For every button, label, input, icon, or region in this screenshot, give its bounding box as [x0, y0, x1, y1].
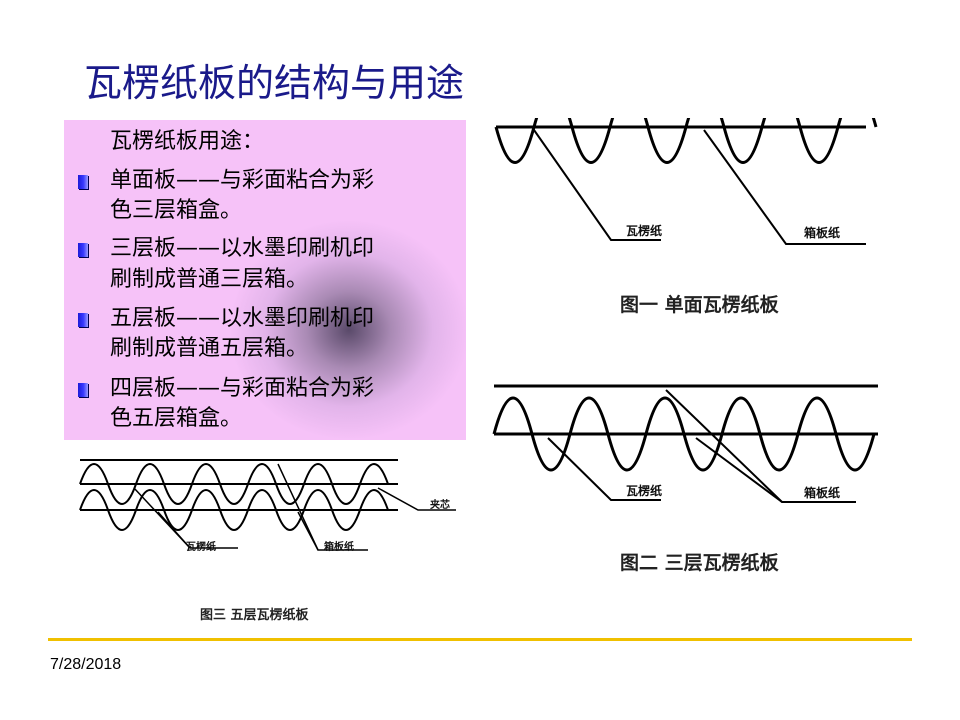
- uses-heading: 瓦楞纸板用途：: [110, 129, 265, 154]
- fig3-label-fluting: 瓦楞纸: [186, 542, 216, 553]
- figure-three-layer-board: 瓦楞纸 箱板纸: [486, 378, 886, 512]
- fig1-label-liner: 箱板纸: [804, 226, 841, 240]
- fig2-label-fluting: 瓦楞纸: [626, 484, 663, 498]
- fig3-label-core: 夹芯: [430, 500, 450, 511]
- use-item-2-line2: 刷制成普通三层箱。: [110, 267, 309, 292]
- use-item-1-line1: 单面板——与彩面粘合为彩: [110, 168, 375, 193]
- use-item-4-line1: 四层板——与彩面粘合为彩: [110, 376, 375, 401]
- bullet-icon: [78, 383, 88, 397]
- use-item-4-line2: 色五层箱盒。: [110, 406, 243, 431]
- figure-single-face-board: 瓦楞纸 箱板纸: [486, 118, 886, 258]
- footer-divider: [48, 638, 912, 641]
- fig1-label-fluting: 瓦楞纸: [626, 224, 663, 238]
- use-item-3-line1: 五层板——以水墨印刷机印: [110, 306, 375, 331]
- use-item-2-line1: 三层板——以水墨印刷机印: [110, 236, 375, 261]
- figure-five-layer-board: 瓦楞纸 箱板纸 夹芯: [78, 454, 460, 558]
- fig3-caption: 图三 五层瓦楞纸板: [200, 608, 309, 623]
- bullet-icon: [78, 313, 88, 327]
- slide-title: 瓦楞纸板的结构与用途: [84, 61, 465, 105]
- use-item-3-line2: 刷制成普通五层箱。: [110, 336, 309, 361]
- bullet-icon: [78, 243, 88, 257]
- fig1-caption: 图一 单面瓦楞纸板: [620, 294, 779, 316]
- fig2-label-liner: 箱板纸: [804, 486, 841, 500]
- bullet-icon: [78, 175, 88, 189]
- fig3-label-liner: 箱板纸: [324, 542, 354, 553]
- uses-panel: [64, 120, 466, 440]
- slide-date: 7/28/2018: [50, 656, 122, 673]
- use-item-1-line2: 色三层箱盒。: [110, 198, 243, 223]
- fig2-caption: 图二 三层瓦楞纸板: [620, 552, 779, 574]
